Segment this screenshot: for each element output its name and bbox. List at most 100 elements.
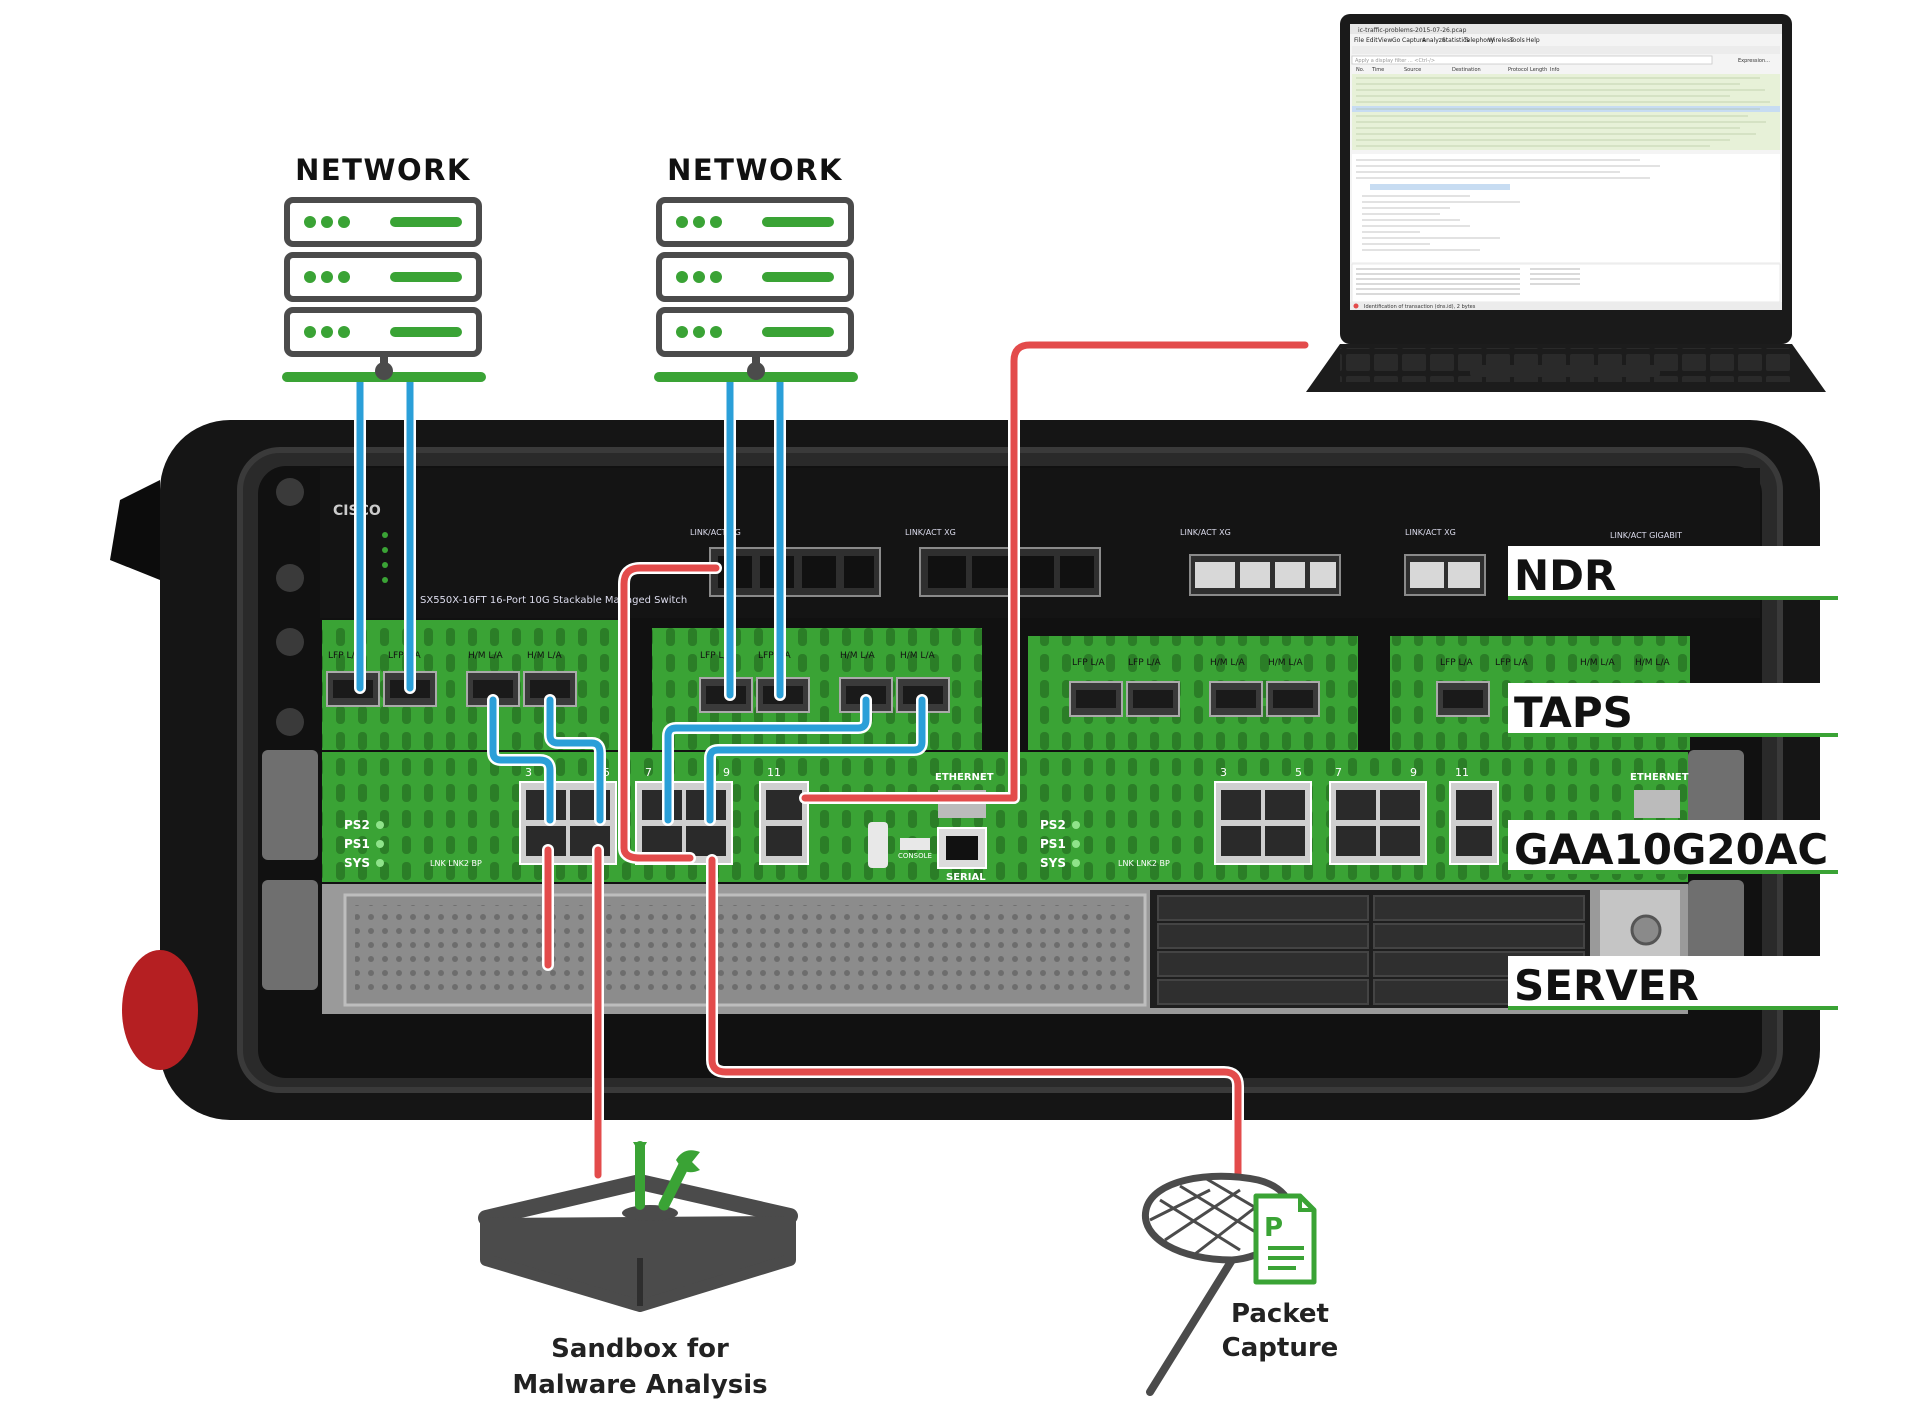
- col-info[interactable]: Info: [1550, 67, 1559, 73]
- col-destination[interactable]: Destination: [1452, 67, 1481, 73]
- sandbox-icon: [478, 1141, 798, 1312]
- display-filter-input[interactable]: [1351, 55, 1713, 65]
- tap3-port-label-1: LFP L/A: [1072, 658, 1106, 668]
- server-unit: [322, 884, 1688, 1014]
- menu-wireless[interactable]: Wireless: [1488, 37, 1513, 44]
- col-protocol[interactable]: Protocol: [1508, 67, 1528, 73]
- blue-cable-tap1: [489, 696, 604, 824]
- ethernet-label-2: ETHERNET: [1630, 772, 1689, 783]
- switch-group-label-1: LINK/ACT XG: [690, 528, 741, 537]
- network-label-2: NETWORK: [667, 153, 843, 187]
- led-row-label: LNK LNK2 BP: [430, 859, 482, 868]
- network-group-2: NETWORK: [654, 153, 858, 382]
- port-group-3b: 3: [1220, 766, 1227, 779]
- blue-cable-net1: [356, 378, 414, 692]
- layer-tags: NDR TAPS GAA10G20AC SERVER: [1508, 546, 1838, 1010]
- tag-ndr-label: NDR: [1514, 551, 1616, 600]
- wireshark-title: ic-traffic-problems-2015-07-26.pcap: [1358, 27, 1467, 34]
- menu-analyze[interactable]: Analyze: [1422, 37, 1446, 44]
- network-group-1: NETWORK: [282, 153, 486, 382]
- blue-cable-net2: [726, 378, 784, 699]
- port-group-5b: 5: [1295, 766, 1302, 779]
- tag-ndr: NDR: [1508, 546, 1838, 600]
- menu-go[interactable]: Go: [1392, 37, 1401, 44]
- switch-group-label-4: LINK/ACT XG: [1405, 528, 1456, 537]
- tag-server-label: SERVER: [1514, 961, 1699, 1010]
- server-stack-icon: [284, 197, 482, 357]
- gaa10g20ac-appliance: PS2 PS1 SYS LNK LNK2 BP PS2 PS1 SYS LNK …: [322, 752, 1689, 883]
- red-handle: [122, 950, 198, 1070]
- menu-view[interactable]: View: [1378, 37, 1392, 44]
- port-group-9b: 9: [1410, 766, 1417, 779]
- tap2-port-label-4: H/M L/A: [900, 651, 935, 661]
- packet-details[interactable]: [1352, 154, 1780, 262]
- capture-net-icon: P: [1141, 1172, 1317, 1396]
- switch-group-label-3: LINK/ACT XG: [1180, 528, 1231, 537]
- port-group-11b: 11: [1455, 766, 1469, 779]
- blue-cable-tap2: [664, 696, 926, 824]
- tag-gaa: GAA10G20AC: [1508, 820, 1838, 874]
- port-group-5: 5: [603, 766, 610, 779]
- tap4-port-label-2: LFP L/A: [1495, 658, 1529, 668]
- tap4-port-label-4: H/M L/A: [1635, 658, 1670, 668]
- server-stack-icon: [656, 197, 854, 357]
- ethernet-label: ETHERNET: [935, 772, 994, 783]
- menu-telephony[interactable]: Telephony: [1463, 37, 1495, 44]
- packet-list[interactable]: [1352, 74, 1780, 150]
- col-length[interactable]: Length: [1530, 67, 1547, 73]
- display-filter-placeholder: Apply a display filter ... <Ctrl-/>: [1355, 58, 1435, 64]
- tap4-port-label-1: LFP L/A: [1440, 658, 1474, 668]
- tag-gaa-label: GAA10G20AC: [1514, 825, 1828, 874]
- capture-label-2: Capture: [1222, 1333, 1339, 1363]
- port-group-7: 7: [645, 766, 652, 779]
- led-ps2-label-2: PS2: [1040, 818, 1066, 832]
- console-label: CONSOLE: [898, 852, 932, 860]
- led-ps1-label: PS1: [344, 837, 370, 851]
- tag-server: SERVER: [1508, 956, 1838, 1010]
- led-sys-label: SYS: [344, 856, 370, 870]
- led-ps1-label-2: PS1: [1040, 837, 1066, 851]
- menu-tools[interactable]: Tools: [1509, 37, 1525, 44]
- tap4-port-label-3: H/M L/A: [1580, 658, 1615, 668]
- col-source[interactable]: Source: [1404, 67, 1421, 73]
- svg-text:P: P: [1264, 1213, 1283, 1243]
- wireshark-status: Identification of transaction (dns.id), …: [1364, 304, 1476, 310]
- port-group-7b: 7: [1335, 766, 1342, 779]
- tap2-port-label-3: H/M L/A: [840, 651, 875, 661]
- packet-bytes[interactable]: [1351, 263, 1781, 303]
- port-group-3: 3: [525, 766, 532, 779]
- menu-statistics[interactable]: Statistics: [1442, 37, 1469, 44]
- menu-capture[interactable]: Capture: [1402, 37, 1426, 44]
- switch-group-label-2: LINK/ACT XG: [905, 528, 956, 537]
- switch-group-label-5: LINK/ACT GIGABIT: [1610, 531, 1682, 540]
- col-time[interactable]: Time: [1371, 67, 1384, 73]
- tag-taps-label: TAPS: [1514, 688, 1633, 737]
- led-ps2-label: PS2: [344, 818, 370, 832]
- tap2-port-label-1: LFP L/A: [700, 651, 734, 661]
- sandbox-device: Sandbox for Malware Analysis: [478, 1141, 798, 1400]
- port-group-11: 11: [767, 766, 781, 779]
- tap1-port-label-1: LFP L/A: [328, 651, 362, 661]
- menu-file[interactable]: File: [1354, 37, 1364, 44]
- tap3-port-label-3: H/M L/A: [1210, 658, 1245, 668]
- port-group-9: 9: [723, 766, 730, 779]
- tap3-port-label-2: LFP L/A: [1128, 658, 1162, 668]
- led-row-label-2: LNK LNK2 BP: [1118, 859, 1170, 868]
- led-sys-label-2: SYS: [1040, 856, 1066, 870]
- tap1-port-label-4: H/M L/A: [527, 651, 562, 661]
- tap3-port-label-4: H/M L/A: [1268, 658, 1303, 668]
- packet-capture-device: P Packet Capture: [1141, 1172, 1339, 1396]
- power-button-icon: [1630, 914, 1662, 946]
- tag-taps: TAPS: [1508, 683, 1838, 737]
- menu-edit[interactable]: Edit: [1366, 37, 1378, 44]
- capture-label-1: Packet: [1231, 1299, 1329, 1329]
- expression-button[interactable]: Expression...: [1738, 58, 1770, 64]
- serial-label: SERIAL: [946, 872, 986, 883]
- network-label-1: NETWORK: [295, 153, 471, 187]
- menu-help[interactable]: Help: [1526, 37, 1540, 44]
- col-no[interactable]: No.: [1356, 67, 1365, 73]
- sandbox-label-2: Malware Analysis: [512, 1370, 767, 1400]
- switch-model: SX550X-16FT 16-Port 10G Stackable Manage…: [420, 595, 687, 606]
- sandbox-label-1: Sandbox for: [551, 1334, 729, 1364]
